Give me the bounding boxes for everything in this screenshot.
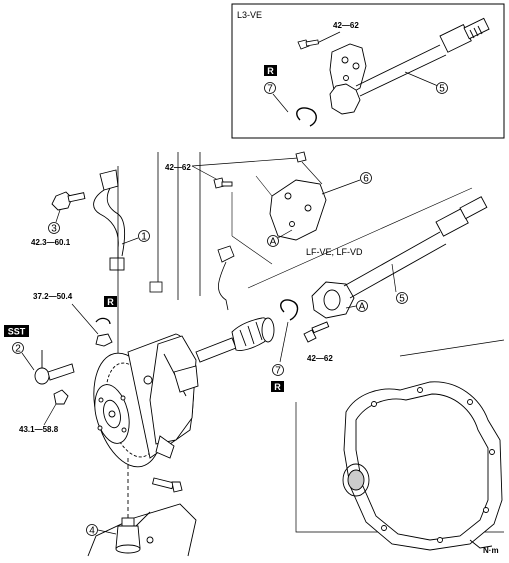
abs-sensor-bolt (51, 191, 86, 211)
torque-abs-bolt: 42.3—60.1 (31, 238, 71, 247)
tie-rod-nut (95, 333, 113, 347)
inset-replace-badge-text: R (267, 66, 274, 76)
replace-badge-snap-ring (271, 381, 284, 392)
knuckle-lower-bolt (152, 477, 183, 493)
parallel-guide-lines (231, 187, 473, 289)
knuckle-bolt (53, 389, 69, 405)
inset-torque-label: 42—62 (333, 21, 359, 30)
sst-badge (4, 325, 29, 337)
inset-l3ve: L3-VE 42—62 5 R (231, 3, 505, 139)
inset-engine-label: L3-VE (237, 10, 262, 20)
transaxle-case (295, 339, 505, 551)
point-a-driveshaft: A (359, 302, 366, 313)
inset-replace-badge (264, 65, 277, 76)
inset-snap-ring (296, 107, 317, 127)
callout-bracket: 6 (363, 174, 369, 185)
replace-badge-tie-rod (104, 296, 117, 307)
callout-snap-ring: 7 (275, 366, 281, 377)
torque-knuckle-bolt: 43.1—58.8 (19, 425, 59, 434)
inset-frame (231, 3, 505, 139)
bracket-lower-bolt (303, 321, 330, 343)
replace-badge-snap-ring-text: R (274, 382, 281, 392)
callout-ball-joint: 4 (89, 526, 95, 537)
torque-tie-rod-nut: 37.2—50.4 (33, 292, 73, 301)
strut-assembly (117, 152, 235, 372)
inset-callout-snap-ring: 7 (267, 84, 273, 95)
driveshaft-left (195, 317, 275, 363)
unit-label: N·m (483, 546, 499, 555)
bracket (255, 161, 327, 241)
callout-tie-rod-end: 2 (15, 344, 21, 355)
ball-joint (115, 458, 141, 554)
driveshaft-right (311, 196, 488, 319)
inset-bracket (329, 43, 367, 97)
lower-arm (87, 503, 197, 557)
torque-bracket-bolt: 42—62 (307, 354, 333, 363)
snap-ring (280, 299, 299, 321)
inset-driveshaft (329, 17, 490, 115)
inset-bracket-bolt (297, 39, 319, 50)
point-a-bracket: A (270, 237, 277, 248)
callout-abs-bolt: 3 (51, 224, 57, 235)
sst-badge-text: SST (8, 327, 26, 337)
replace-badge-tie-rod-text: R (107, 297, 114, 307)
torque-bracket: 42—62 (165, 163, 191, 172)
inset-callout-driveshaft: 5 (439, 84, 445, 95)
callout-abs-sensor: 1 (141, 232, 147, 243)
cotter-pin (95, 317, 111, 325)
callout-driveshaft: 5 (399, 294, 405, 305)
tie-rod-end (34, 350, 75, 385)
knuckle-hub-assembly (93, 333, 199, 468)
lfve-engine-label: LF-VE, LF-VD (306, 247, 363, 257)
abs-sensor-assembly (93, 169, 126, 271)
bracket-bolts (213, 151, 307, 189)
